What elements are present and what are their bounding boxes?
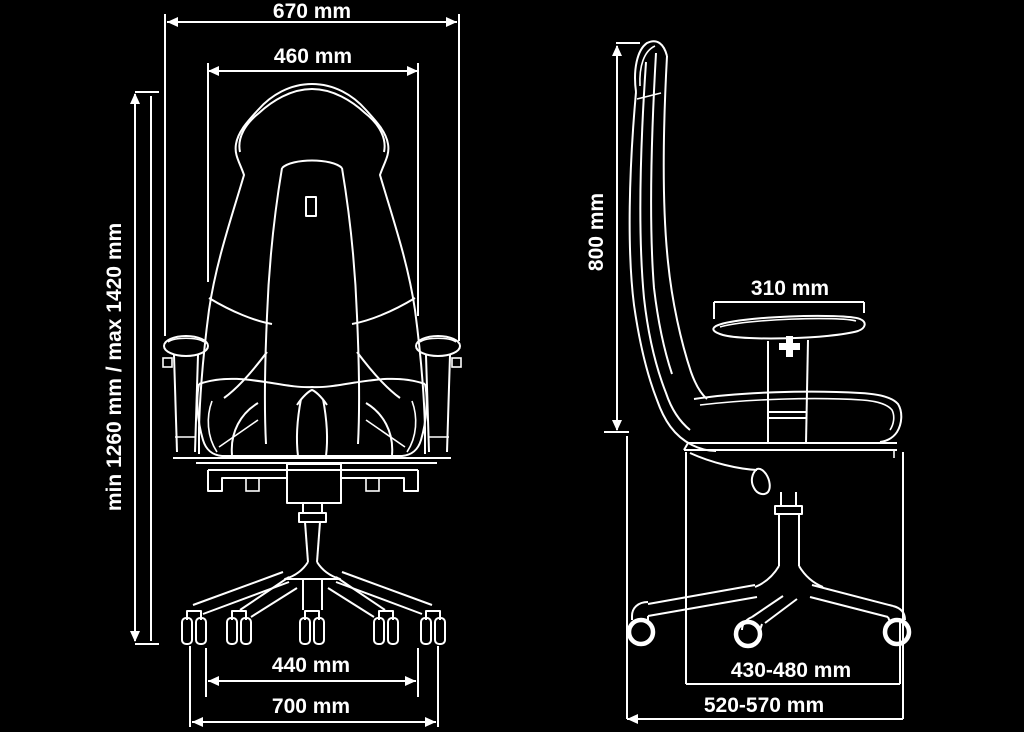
dim-seat-depth: 430-480 mm [685,452,901,685]
caster-side-middle [733,619,763,649]
caster-front-4 [373,610,399,645]
dim-base-width-label: 700 mm [272,695,350,718]
dim-seat-depth-label: 430-480 mm [731,659,851,682]
dim-backrest-width: 460 mm [207,45,419,316]
dim-seat-width-label: 440 mm [272,654,350,677]
dim-armrest-length-label: 310 mm [751,277,829,300]
armrest-adjust-plus-icon [779,336,800,357]
tilt-lever [750,467,771,496]
dim-base-depth: 520-570 mm [626,436,904,724]
caster-front-3 [299,610,325,645]
logo-emblem [305,196,317,217]
caster-front-1 [181,610,207,645]
caster-front-5 [420,610,446,645]
dim-height-range-label: min 1260 mm / max 1420 mm [103,223,126,511]
dim-height-range: min 1260 mm / max 1420 mm [103,91,159,645]
dim-backrest-width-label: 460 mm [274,45,352,68]
chair-front-view [162,83,462,645]
chair-side-view [626,40,912,649]
caster-front-2 [226,610,252,645]
dim-backrest-height-label: 800 mm [585,193,608,271]
dim-backrest-height: 800 mm [585,42,640,433]
dim-base-width: 700 mm [189,646,439,727]
dim-seat-width: 440 mm [205,648,419,697]
dim-overall-width-label: 670 mm [273,0,351,23]
dim-armrest-length: 310 mm [713,277,865,319]
dim-base-depth-label: 520-570 mm [704,694,824,717]
caster-side-rear [626,617,656,647]
dim-overall-width: 670 mm [164,0,460,341]
caster-side-front [882,617,912,647]
